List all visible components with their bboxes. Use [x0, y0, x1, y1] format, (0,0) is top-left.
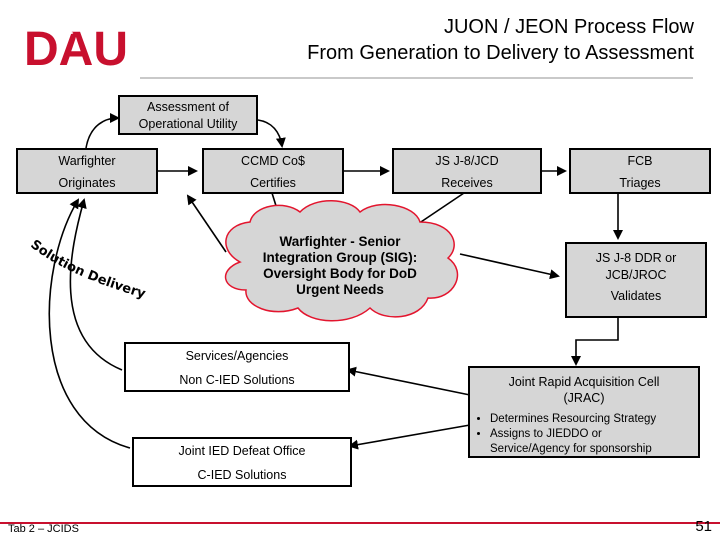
arrow-assessment-ccmd [257, 119, 286, 148]
title-divider [140, 77, 693, 79]
arrow-services-warfighter [69, 198, 123, 371]
sig-cloud-text: Warfighter - Senior Integration Group (S… [240, 234, 440, 298]
page-number: 51 [695, 518, 712, 535]
arrow-jrac-services [346, 366, 471, 396]
js-j8-jcd-box: JS J-8/JCD Receives [392, 148, 542, 194]
js-j8-jcd-line-2: Receives [441, 176, 493, 190]
js-j8-ddr-box: JS J-8 DDR or JCB/JROC Validates [565, 242, 707, 318]
arrow-warfighter-assessment [85, 113, 120, 149]
assessment-box: Assessment of Operational Utility [118, 95, 258, 135]
fcb-box: FCB Triages [569, 148, 711, 194]
dau-logo: DAU [22, 15, 128, 76]
footer-left-text: Tab 2 – JCIDS [8, 523, 79, 535]
assessment-line-1: Assessment of [147, 100, 229, 114]
cloud-line-2: Integration Group (SIG): [262, 250, 418, 265]
jrac-bullet-2-line-1: Assigns to JIEDDO or [490, 428, 602, 440]
cloud-line-1: Warfighter - Senior [279, 234, 401, 249]
fcb-line-2: Triages [619, 176, 661, 190]
solution-delivery-label: Solution Delivery [28, 237, 148, 302]
cloud-line-4: Urgent Needs [296, 282, 384, 297]
fcb-line-1: FCB [627, 154, 653, 168]
jieddo-line-2: C-IED Solutions [197, 468, 287, 482]
dau-logo-graphic: DAU [24, 22, 128, 76]
ccmd-line-1: CCMD Co$ [241, 154, 305, 168]
warfighter-line-1: Warfighter [58, 154, 116, 168]
page-title: JUON / JEON Process Flow From Generation… [307, 14, 694, 66]
jieddo-box: Joint IED Defeat Office C-IED Solutions [132, 437, 352, 487]
jrac-bullet-2: Assigns to JIEDDO or Service/Agency for … [490, 427, 698, 457]
arrow-jieddo-warfighter [48, 198, 131, 449]
js-j8-jcd-line-1: JS J-8/JCD [435, 154, 499, 168]
arrow-ddr-jrac [571, 318, 619, 366]
services-line-2: Non C-IED Solutions [179, 373, 295, 387]
ccmd-box: CCMD Co$ Certifies [202, 148, 344, 194]
arrow-cloud-ddr [459, 253, 560, 280]
jrac-bullet-1: Determines Resourcing Strategy [490, 412, 698, 427]
jrac-bullet-list: Determines Resourcing Strategy Assigns t… [470, 412, 698, 457]
cloud-line-3: Oversight Body for DoD [263, 266, 417, 281]
warfighter-box: Warfighter Originates [16, 148, 158, 194]
assessment-line-2: Operational Utility [138, 117, 238, 131]
jieddo-line-1: Joint IED Defeat Office [178, 444, 306, 458]
ddr-line-2: JCB/JROC [605, 268, 667, 282]
logo-text: DAU [24, 23, 127, 71]
arrow-jrac-jieddo [348, 424, 471, 450]
ccmd-line-2: Certifies [250, 176, 296, 190]
jrac-bullet-2-line-2: Service/Agency for sponsorship [490, 443, 652, 455]
jrac-title-line-1: Joint Rapid Acquisition Cell [508, 375, 660, 389]
footer-rule [0, 522, 720, 524]
ddr-line-1: JS J-8 DDR or [595, 251, 677, 265]
title-line-1: JUON / JEON Process Flow [443, 16, 694, 38]
arrow-cloud-left [186, 194, 227, 253]
warfighter-line-2: Originates [58, 176, 116, 190]
star-burst-icon [52, 22, 74, 44]
ddr-line-3: Validates [610, 289, 662, 303]
title-line-2: From Generation to Delivery to Assessmen… [307, 42, 694, 64]
services-line-1: Services/Agencies [185, 349, 289, 363]
jrac-title-line-2: (JRAC) [563, 391, 605, 405]
jrac-box: Joint Rapid Acquisition Cell (JRAC) Dete… [468, 366, 700, 458]
services-box: Services/Agencies Non C-IED Solutions [124, 342, 350, 392]
cloud-shape [224, 200, 459, 322]
